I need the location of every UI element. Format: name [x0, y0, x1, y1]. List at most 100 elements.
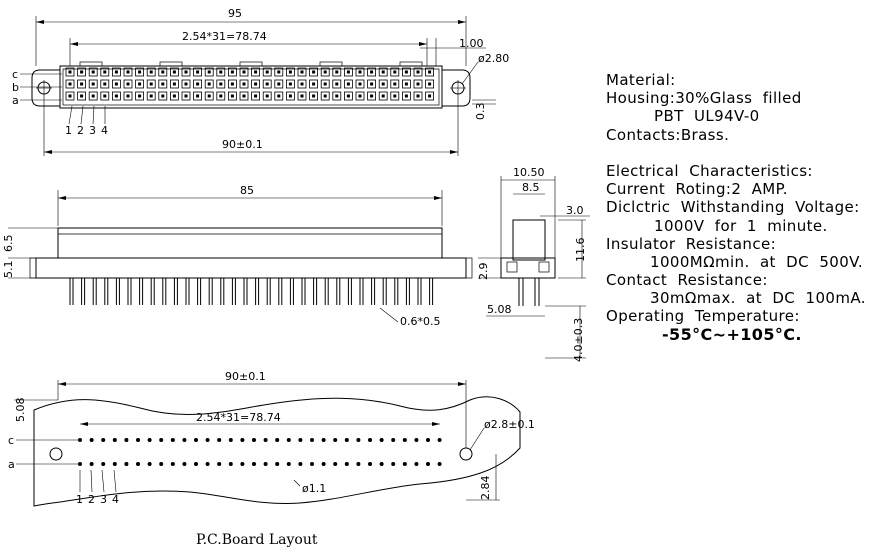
contact-pin — [416, 82, 420, 86]
contact-cell — [193, 91, 203, 101]
row-label-b: b — [12, 81, 19, 94]
contact-cell — [123, 91, 133, 101]
contact-cell — [158, 67, 168, 77]
contact-cell — [367, 79, 377, 89]
pcb-row-label-a: a — [8, 458, 15, 471]
spec-contact-resistance-value: 30mΩmax. at DC 100mA. — [650, 289, 866, 308]
contact-cell — [251, 67, 261, 77]
contact-pin — [126, 94, 130, 98]
pcb-hole — [344, 438, 349, 442]
contact-cell — [343, 91, 353, 101]
dim-pitch: 2.54*31=78.74 — [182, 30, 267, 43]
contact-cell — [88, 79, 98, 89]
contact-cell — [332, 91, 342, 101]
contact-pin — [381, 94, 385, 98]
contact-pin — [196, 94, 200, 98]
pcb-hole — [136, 462, 140, 466]
pcb-hole — [286, 438, 291, 442]
dim-body-height: 6.5 — [2, 235, 15, 253]
contact-cell — [193, 79, 203, 89]
pcb-hole — [124, 438, 129, 442]
pcb-hole — [344, 462, 349, 466]
contact-cell — [100, 91, 110, 101]
pcb-hole — [240, 438, 245, 442]
contact-pin — [300, 94, 304, 98]
pcb-hole — [310, 462, 314, 466]
contact-pin — [370, 82, 374, 86]
dim-pcb-offset: 2.84 — [479, 476, 492, 501]
contact-cell — [77, 79, 86, 89]
contact-pin — [230, 94, 234, 98]
contact-pin — [230, 82, 234, 86]
contact-cell — [378, 67, 388, 77]
contact-pin — [323, 94, 327, 98]
contact-cell — [367, 91, 377, 101]
contact-cell — [367, 67, 377, 77]
contact-pin — [358, 82, 362, 86]
pcb-hole — [321, 438, 326, 442]
contact-cell — [425, 67, 435, 77]
row-label-a: a — [12, 94, 19, 107]
contact-pin — [323, 82, 327, 86]
spec-dielectric: Diclctric Withstanding Voltage: — [606, 198, 860, 217]
contact-pin — [346, 70, 350, 74]
contact-pin — [242, 94, 246, 98]
pcb-hole — [333, 462, 338, 466]
dim-body-length: 85 — [240, 184, 254, 197]
contact-cell — [332, 67, 342, 77]
pcb-pin-number-3: 3 — [100, 493, 107, 506]
contact-rows — [65, 67, 435, 101]
contact-cell — [158, 91, 168, 101]
end-view: 10.50 8.5 3.0 11.6 2.9 5.08 4.0±0.3 — [477, 166, 590, 362]
contact-cell — [204, 91, 214, 101]
contact-pin — [416, 94, 420, 98]
contact-pin — [242, 82, 246, 86]
contact-pin — [300, 70, 304, 74]
pcb-hole — [136, 438, 140, 442]
pcb-hole — [170, 438, 175, 442]
contact-pin — [404, 70, 408, 74]
contact-cell — [65, 79, 75, 89]
contact-pin — [416, 70, 420, 74]
contact-cell — [285, 91, 295, 101]
contact-pin — [312, 70, 316, 74]
pcb-hole — [112, 462, 117, 466]
pcb-hole — [275, 438, 280, 442]
top-view: 95 2.54*31=78.74 1.00 c b — [12, 7, 509, 156]
contact-cell — [88, 91, 98, 101]
contact-pin — [103, 70, 107, 74]
contact-cell — [390, 67, 400, 77]
contact-pin — [254, 70, 258, 74]
pcb-hole — [205, 438, 210, 442]
contact-cell — [401, 79, 411, 89]
dim-row-spacing: 0.3 — [474, 103, 487, 121]
contact-cell — [343, 79, 353, 89]
pcb-hole — [379, 462, 384, 466]
contact-cell — [88, 67, 98, 77]
contact-cell — [297, 67, 307, 77]
contact-pin — [138, 70, 142, 74]
dim-pcb-pin-hole: ø1.1 — [302, 482, 326, 495]
contact-cell — [297, 79, 307, 89]
pcb-hole — [368, 438, 372, 442]
contact-pin — [138, 94, 142, 98]
pcb-hole — [194, 462, 198, 466]
dim-pin: 0.6*0.5 — [400, 315, 441, 328]
pcb-pin-number-2: 2 — [88, 493, 95, 506]
contact-pin — [172, 82, 176, 86]
dim-end-step: 3.0 — [566, 204, 584, 217]
contact-cell — [251, 79, 261, 89]
contact-cell — [169, 91, 179, 101]
pcb-hole — [170, 462, 175, 466]
contact-cell — [262, 67, 272, 77]
pcb-hole — [147, 438, 152, 442]
contact-pin — [381, 70, 385, 74]
pcb-hole — [194, 438, 198, 442]
contact-cell — [297, 91, 307, 101]
contact-cell — [390, 91, 400, 101]
contact-cell — [158, 79, 168, 89]
spec-material-heading: Material: — [606, 71, 676, 89]
contact-pin — [91, 70, 95, 74]
contact-cell — [262, 91, 272, 101]
contact-cell — [77, 91, 86, 101]
